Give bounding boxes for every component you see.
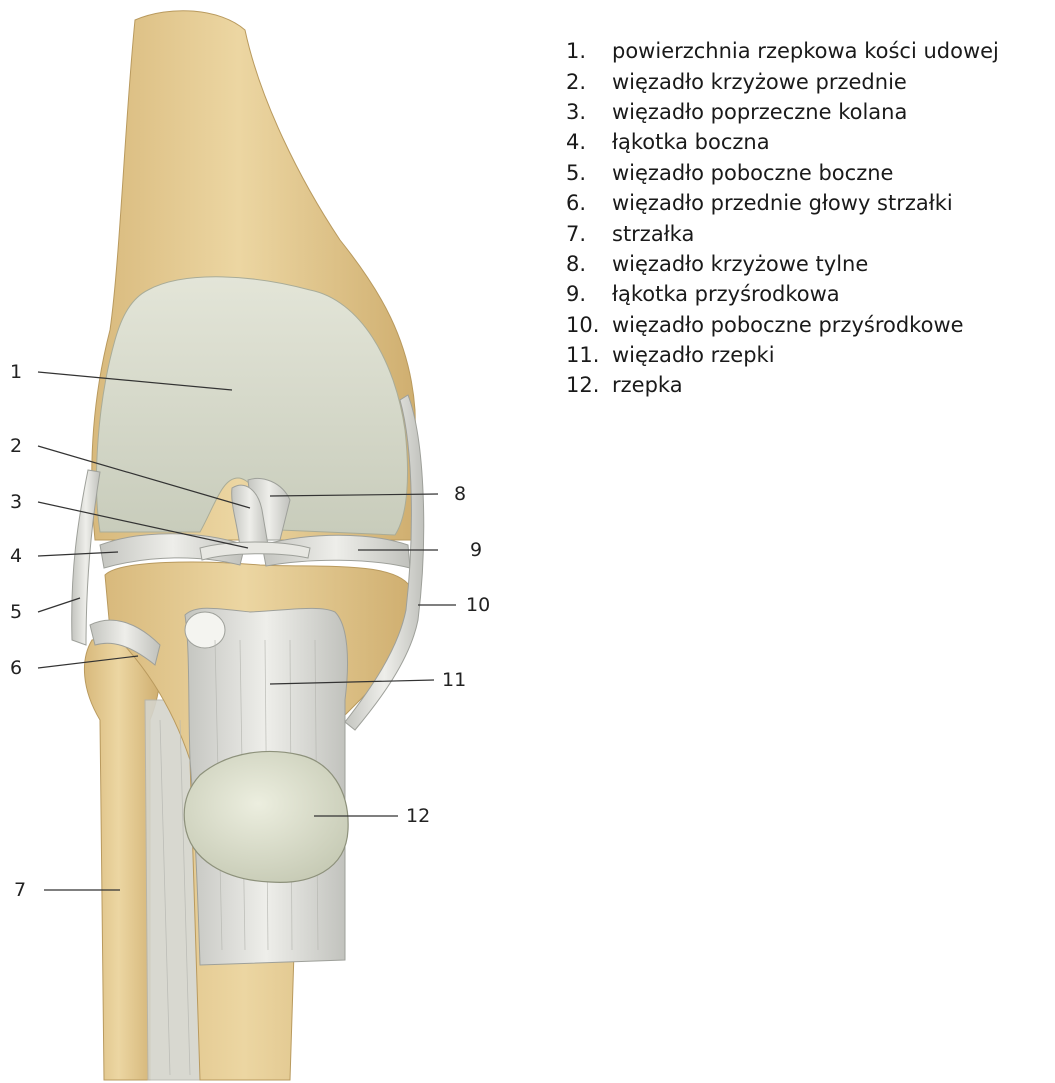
callout-4: 4 xyxy=(10,545,22,567)
legend-label: łąkotka przyśrodkowa xyxy=(612,282,840,306)
legend-item: 9.łąkotka przyśrodkowa xyxy=(566,279,999,309)
legend-item: 6.więzadło przednie głowy strzałki xyxy=(566,188,999,218)
callout-9: 9 xyxy=(470,539,482,561)
legend-number: 9. xyxy=(566,282,612,306)
legend-number: 7. xyxy=(566,222,612,246)
legend-item: 3.więzadło poprzeczne kolana xyxy=(566,97,999,127)
legend-label: więzadło poboczne przyśrodkowe xyxy=(612,313,964,337)
legend-item: 12.rzepka xyxy=(566,370,999,400)
legend-number: 1. xyxy=(566,39,612,63)
legend-item: 11.więzadło rzepki xyxy=(566,340,999,370)
callout-7: 7 xyxy=(14,879,26,901)
callout-10: 10 xyxy=(466,594,490,616)
legend-number: 5. xyxy=(566,161,612,185)
legend-label: więzadło rzepki xyxy=(612,343,775,367)
legend-label: więzadło poprzeczne kolana xyxy=(612,100,907,124)
knee-anatomy-illustration: 1 2 3 4 5 6 7 8 9 10 11 12 xyxy=(0,0,560,1083)
legend-label: więzadło krzyżowe tylne xyxy=(612,252,868,276)
legend-number: 10. xyxy=(566,313,612,337)
legend-label: więzadło krzyżowe przednie xyxy=(612,70,907,94)
legend-number: 3. xyxy=(566,100,612,124)
callout-12: 12 xyxy=(406,805,430,827)
patellar-ligament-fold xyxy=(185,612,225,648)
legend-item: 8.więzadło krzyżowe tylne xyxy=(566,249,999,279)
lateral-collateral-ligament xyxy=(72,470,100,645)
legend-item: 2.więzadło krzyżowe przednie xyxy=(566,66,999,96)
callout-1: 1 xyxy=(10,361,22,383)
legend-label: rzepka xyxy=(612,373,683,397)
callout-2: 2 xyxy=(10,435,22,457)
legend-list: 1.powierzchnia rzepkowa kości udowej 2.w… xyxy=(566,36,999,401)
legend-item: 4.łąkotka boczna xyxy=(566,127,999,157)
legend-number: 12. xyxy=(566,373,612,397)
callout-3: 3 xyxy=(10,491,22,513)
patella xyxy=(184,752,348,883)
legend-item: 7.strzałka xyxy=(566,218,999,248)
legend-number: 11. xyxy=(566,343,612,367)
legend-label: więzadło przednie głowy strzałki xyxy=(612,191,953,215)
legend-number: 6. xyxy=(566,191,612,215)
callout-8: 8 xyxy=(454,483,466,505)
callout-11: 11 xyxy=(442,669,466,691)
callout-5: 5 xyxy=(10,601,22,623)
legend-number: 8. xyxy=(566,252,612,276)
legend-number: 4. xyxy=(566,130,612,154)
legend-number: 2. xyxy=(566,70,612,94)
legend-item: 10.więzadło poboczne przyśrodkowe xyxy=(566,310,999,340)
legend-item: 1.powierzchnia rzepkowa kości udowej xyxy=(566,36,999,66)
legend-label: powierzchnia rzepkowa kości udowej xyxy=(612,39,999,63)
legend-label: więzadło poboczne boczne xyxy=(612,161,893,185)
callout-6: 6 xyxy=(10,657,22,679)
legend-label: strzałka xyxy=(612,222,694,246)
legend-label: łąkotka boczna xyxy=(612,130,770,154)
legend-item: 5.więzadło poboczne boczne xyxy=(566,158,999,188)
